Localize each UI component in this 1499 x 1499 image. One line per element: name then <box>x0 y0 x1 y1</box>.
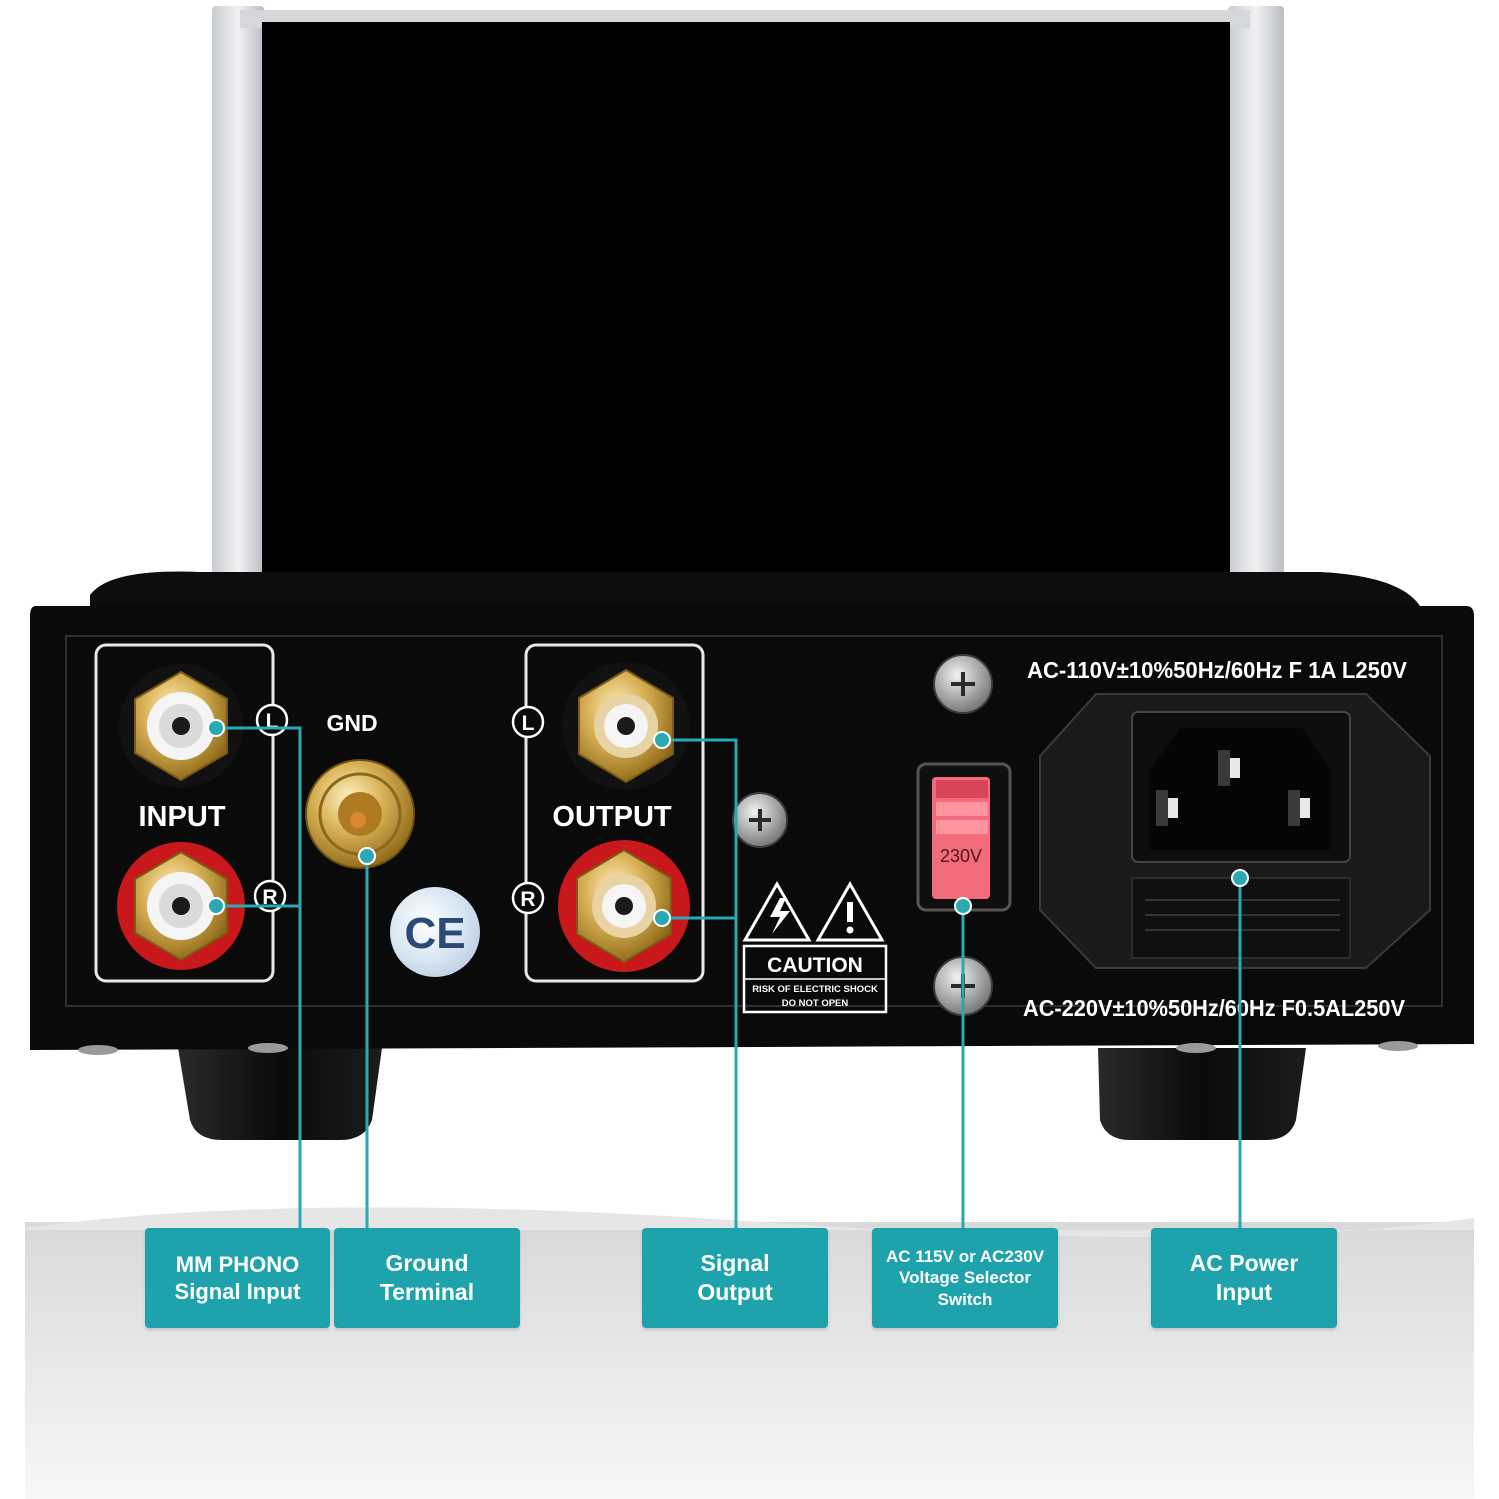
cover-right-bracket <box>1228 6 1284 606</box>
callout-line: Ground <box>385 1250 469 1277</box>
ground-terminal[interactable] <box>305 759 415 869</box>
leader-lines <box>216 726 1242 1228</box>
bottom-screw <box>248 1043 288 1053</box>
svg-text:R: R <box>262 886 277 909</box>
transformer-cover <box>262 22 1230 594</box>
rca-input-right[interactable] <box>117 842 245 970</box>
bottom-screw <box>78 1045 118 1055</box>
callout-line: Signal <box>700 1250 770 1277</box>
ac-power-inlet[interactable] <box>1039 693 1431 969</box>
bottom-screw <box>1378 1041 1418 1051</box>
callout-mm-phono-input: MM PHONO Signal Input <box>145 1228 330 1328</box>
caution-warning: CAUTION RISK OF ELECTRIC SHOCK DO NOT OP… <box>742 880 888 1014</box>
panel-screw <box>933 654 993 714</box>
input-right-marker: R <box>253 879 287 913</box>
callout-line: Terminal <box>379 1279 475 1305</box>
svg-text:L: L <box>522 712 535 735</box>
callout-line: Switch <box>937 1289 993 1309</box>
callout-voltage-selector: AC 115V or AC230V Voltage Selector Switc… <box>872 1228 1058 1328</box>
panel-screw <box>732 792 788 848</box>
callout-ground-terminal: Ground Terminal <box>334 1228 520 1328</box>
callout-signal-output: Signal Output <box>642 1228 828 1328</box>
svg-text:DO NOT OPEN: DO NOT OPEN <box>782 998 849 1009</box>
callout-line: MM PHONO <box>175 1251 300 1277</box>
svg-text:L: L <box>266 710 279 733</box>
callout-line: AC Power <box>1189 1250 1299 1277</box>
output-label: OUTPUT <box>552 801 672 833</box>
ce-mark: CE <box>390 887 480 977</box>
output-left-marker: L <box>511 705 545 739</box>
callout-line: Voltage Selector <box>899 1268 1031 1288</box>
left-foot <box>178 1048 382 1140</box>
cover-left-bracket <box>212 6 264 604</box>
callout-line: Input <box>1215 1279 1273 1305</box>
leader-dots <box>207 719 1249 927</box>
svg-text:230V: 230V <box>940 846 982 866</box>
svg-text:CE: CE <box>404 909 465 958</box>
callout-line: AC 115V or AC230V <box>885 1247 1045 1267</box>
right-foot <box>1098 1048 1306 1140</box>
gnd-label: GND <box>326 710 377 736</box>
output-frame <box>524 643 705 983</box>
spec-220v: AC-220V±10%50Hz/60Hz F0.5AL250V <box>1023 995 1406 1021</box>
svg-text:RISK OF ELECTRIC SHOCK: RISK OF ELECTRIC SHOCK <box>752 984 878 995</box>
spec-110v: AC-110V±10%50Hz/60Hz F 1A L250V <box>1027 657 1408 683</box>
callout-line: Signal Input <box>174 1279 301 1304</box>
voltage-selector-switch[interactable]: 230V <box>916 762 1012 912</box>
callout-line: Output <box>697 1279 773 1305</box>
output-right-marker: R <box>511 881 545 915</box>
callout-ac-power-input: AC Power Input <box>1151 1228 1337 1328</box>
input-left-marker: L <box>255 703 289 737</box>
rear-panel-inset <box>65 635 1443 1007</box>
chassis-top <box>90 571 1420 606</box>
input-label: INPUT <box>139 801 226 833</box>
rca-output-right[interactable] <box>558 840 690 972</box>
bottom-screw <box>1176 1043 1216 1053</box>
svg-text:CAUTION: CAUTION <box>767 954 863 977</box>
svg-text:R: R <box>520 888 535 911</box>
input-frame <box>94 643 275 983</box>
rca-output-left[interactable] <box>562 662 690 790</box>
rca-input-left[interactable] <box>119 664 243 788</box>
